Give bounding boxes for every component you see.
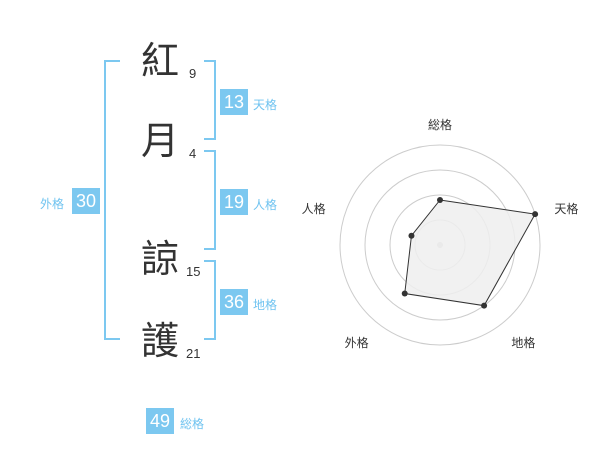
radar-axis-label-2: 天格 — [554, 201, 578, 216]
radar-point-3 — [481, 302, 488, 309]
stroke-count-3: 15 — [186, 264, 201, 279]
name-char-4: 護 — [140, 319, 179, 363]
stroke-count-1: 9 — [189, 66, 197, 81]
tenkaku-label: 天格 — [253, 98, 278, 112]
name-char-1: 紅 — [140, 39, 179, 83]
jinkaku-badge: 19 — [220, 189, 248, 215]
radar-axis-label-4: 外格 — [345, 335, 369, 350]
radar-ring-4 — [339, 144, 541, 346]
radar-axis-label-3: 地格 — [511, 335, 535, 350]
name-char-3: 諒 — [140, 237, 179, 281]
soukaku-label: 総格 — [180, 417, 205, 431]
radar-axis-label-1: 総格 — [428, 117, 452, 132]
chikaku-label: 地格 — [253, 298, 278, 312]
name-char-2: 月 — [140, 119, 179, 163]
chikaku-badge: 36 — [220, 289, 248, 315]
stroke-count-2: 4 — [189, 146, 197, 161]
soukaku-badge: 49 — [146, 408, 174, 434]
radar-area — [404, 199, 536, 307]
gaikaku-badge: 30 — [72, 188, 100, 214]
jinkaku-label: 人格 — [253, 198, 278, 212]
radar-point-2 — [532, 211, 539, 218]
radar-point-4 — [401, 290, 408, 297]
radar-point-5 — [408, 232, 415, 239]
radar-point-1 — [437, 197, 443, 203]
stroke-count-4: 21 — [186, 346, 201, 361]
tenkaku-badge: 13 — [220, 89, 248, 115]
gaikaku-label: 外格 — [40, 197, 65, 211]
radar-axis-label-5: 人格 — [302, 201, 326, 216]
